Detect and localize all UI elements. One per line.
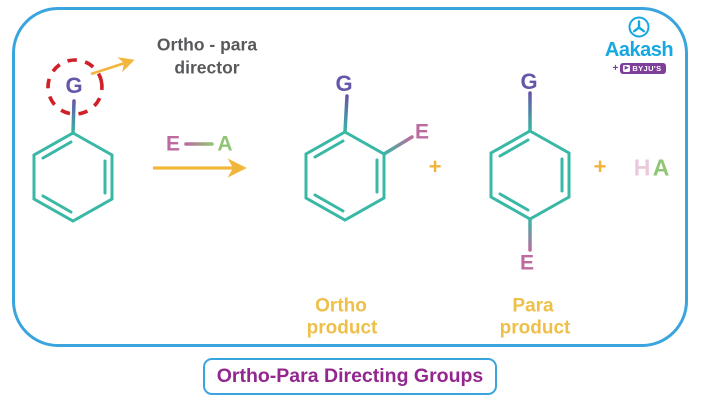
annotation-line1: Ortho - para bbox=[156, 34, 258, 55]
brand-logo: Aakash + ▶ BYJU'S bbox=[594, 16, 684, 74]
badge-plus: + bbox=[612, 63, 619, 74]
byjus-badge-row: + ▶ BYJU'S bbox=[612, 63, 666, 74]
title-box: Ortho-Para Directing Groups bbox=[203, 358, 497, 395]
byjus-badge-label: BYJU'S bbox=[632, 63, 662, 73]
plus-sign-right: + bbox=[593, 154, 607, 179]
byproduct-h: H bbox=[633, 154, 651, 181]
reagent-group-a: A bbox=[217, 132, 233, 156]
byjus-badge: ▶ BYJU'S bbox=[620, 63, 666, 74]
content-frame-border bbox=[12, 7, 688, 347]
annotation-line2: director bbox=[174, 57, 240, 78]
reagent-electrophile-e: E bbox=[165, 132, 181, 156]
plus-sign-left: + bbox=[428, 154, 442, 179]
ortho-product-label-line1: Ortho bbox=[315, 295, 367, 317]
ortho-electrophile-e: E bbox=[414, 120, 430, 144]
para-electrophile-e: E bbox=[519, 251, 535, 275]
para-product-label-line1: Para bbox=[512, 295, 554, 317]
page-title: Ortho-Para Directing Groups bbox=[216, 365, 484, 387]
para-substituent-g: G bbox=[520, 69, 538, 94]
brand-name: Aakash bbox=[604, 39, 674, 61]
byjus-play-icon: ▶ bbox=[623, 65, 631, 72]
aakash-logo-icon bbox=[628, 16, 650, 38]
ortho-product-label-line2: product bbox=[306, 317, 378, 339]
reactant-substituent-g: G bbox=[65, 73, 83, 98]
para-product-label-line2: product bbox=[499, 317, 571, 339]
ortho-substituent-g: G bbox=[335, 71, 353, 96]
byproduct-a: A bbox=[652, 154, 670, 181]
